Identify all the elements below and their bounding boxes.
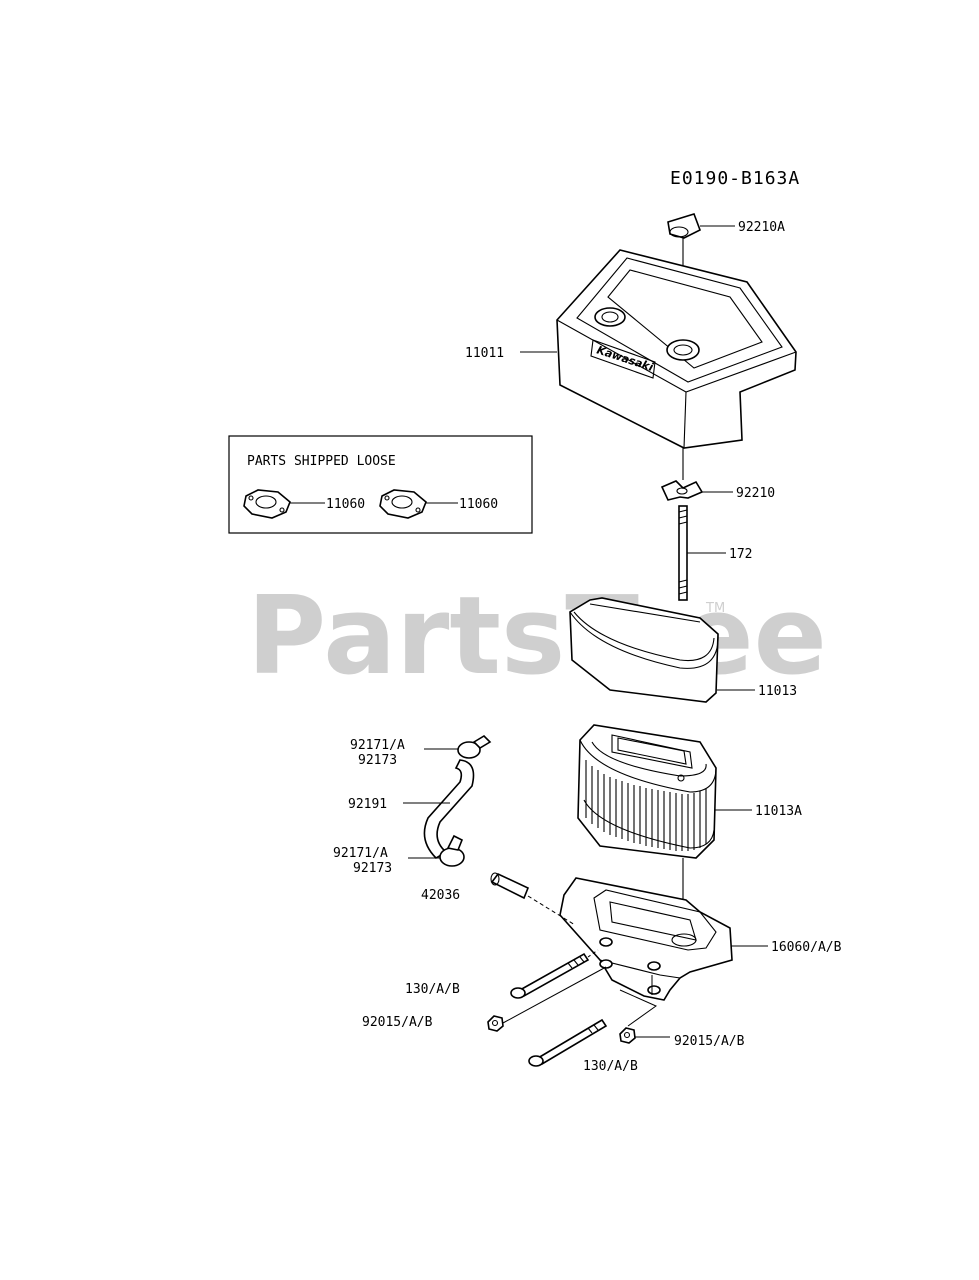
hose-92191[interactable] bbox=[423, 759, 475, 860]
label-92015-left[interactable]: 92015/A/B bbox=[362, 1015, 433, 1030]
label-11013[interactable]: 11013 bbox=[758, 684, 797, 699]
label-42036[interactable]: 42036 bbox=[421, 888, 460, 903]
label-11060-a[interactable]: 11060 bbox=[326, 497, 365, 512]
watermark-tm: TM bbox=[705, 601, 725, 616]
leader-nut-left bbox=[502, 966, 607, 1024]
label-11060-b[interactable]: 11060 bbox=[459, 497, 498, 512]
label-172[interactable]: 172 bbox=[729, 547, 752, 562]
leader-bolt-upper bbox=[587, 949, 599, 958]
element-11013A[interactable] bbox=[577, 724, 717, 859]
label-11011[interactable]: 11011 bbox=[465, 346, 504, 361]
label-130-left[interactable]: 130/A/B bbox=[405, 982, 460, 997]
clamp-bottom-92171[interactable] bbox=[439, 834, 465, 867]
label-92173-bottom[interactable]: 92173 bbox=[353, 861, 392, 876]
label-16060[interactable]: 16060/A/B bbox=[771, 940, 842, 955]
nut-92015-right[interactable] bbox=[619, 1027, 636, 1044]
nut-92015-left[interactable] bbox=[487, 1015, 504, 1032]
clamp-top-92171[interactable] bbox=[457, 734, 492, 759]
base-16060[interactable] bbox=[559, 877, 733, 1001]
label-11013A[interactable]: 11013A bbox=[755, 804, 802, 819]
leader-42036-flow bbox=[527, 895, 576, 926]
bolt-130-upper[interactable] bbox=[510, 952, 590, 999]
pipe-42036[interactable] bbox=[490, 872, 530, 900]
watermark-text: PartsTree bbox=[247, 574, 827, 699]
stud-172[interactable] bbox=[678, 505, 688, 601]
knob-92210A[interactable] bbox=[667, 213, 702, 239]
gasket-11060-a[interactable] bbox=[243, 489, 291, 519]
cover-11011[interactable]: Kawasaki bbox=[556, 249, 797, 449]
label-92171a-top[interactable]: 92171/A bbox=[350, 738, 405, 753]
label-92210[interactable]: 92210 bbox=[736, 486, 775, 501]
loose-box-title: PARTS SHIPPED LOOSE bbox=[247, 454, 396, 469]
label-92015-right[interactable]: 92015/A/B bbox=[674, 1034, 745, 1049]
precleaner-11013[interactable] bbox=[569, 597, 719, 703]
label-92171a-bottom[interactable]: 92171/A bbox=[333, 846, 388, 861]
label-92173-top[interactable]: 92173 bbox=[358, 753, 397, 768]
gasket-11060-b[interactable] bbox=[379, 489, 427, 519]
wingnut-92210[interactable] bbox=[660, 480, 704, 501]
fastener-group-lines bbox=[619, 989, 658, 1027]
diagram-code: E0190-B163A bbox=[670, 168, 800, 189]
parts-shipped-loose-box: PARTS SHIPPED LOOSE 11060 11060 bbox=[228, 435, 533, 534]
label-130-bottom[interactable]: 130/A/B bbox=[583, 1059, 638, 1074]
label-92191[interactable]: 92191 bbox=[348, 797, 387, 812]
bolt-130-lower[interactable] bbox=[528, 1018, 608, 1067]
label-92210A[interactable]: 92210A bbox=[738, 220, 785, 235]
